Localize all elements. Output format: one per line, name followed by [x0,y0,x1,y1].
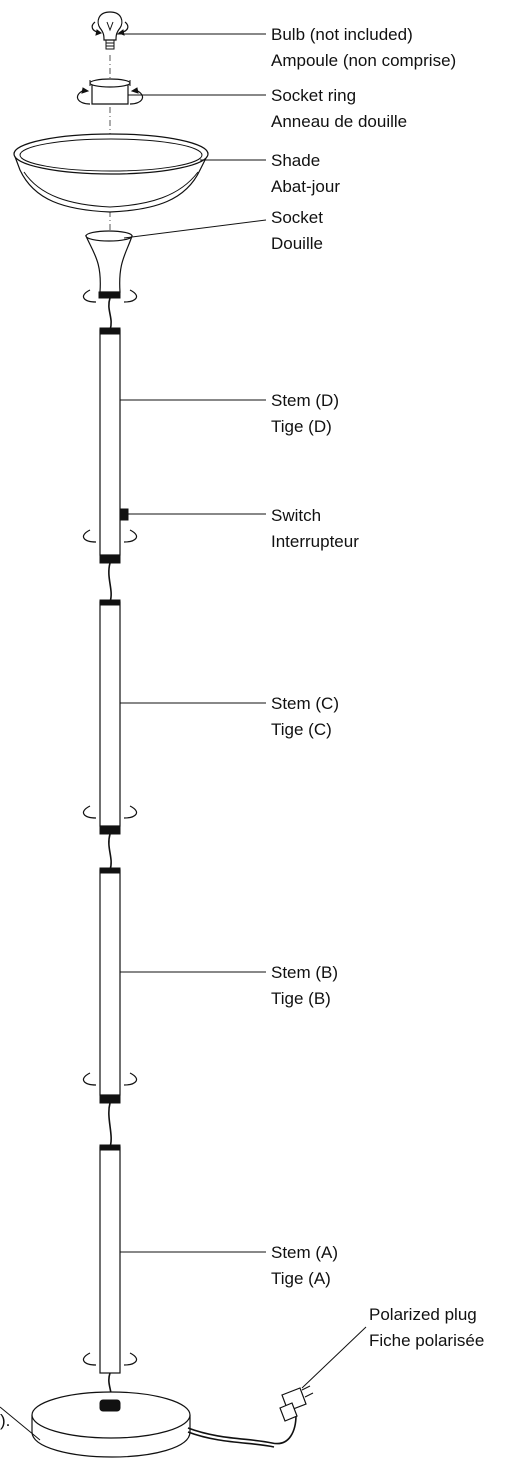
label-bulb-fr: Ampoule (non comprise) [271,51,456,70]
leader-lines [0,33,367,1441]
label-stem-a-en: Stem (A) [271,1243,338,1262]
stem-a-part [82,1144,138,1374]
cord-and-plug [187,1385,314,1448]
label-plug-en: Polarized plug [369,1305,477,1324]
label-stem-a-fr: Tige (A) [271,1269,331,1288]
label-stem-c-fr: Tige (C) [271,720,332,739]
label-socket-en: Socket [271,208,323,227]
switch-knob [119,508,129,521]
label-stem-a: Stem (A) Tige (A) [271,1243,338,1288]
label-stem-b-fr: Tige (B) [271,989,331,1008]
label-socket-ring-fr: Anneau de douille [271,112,407,131]
label-socket-ring: Socket ring Anneau de douille [271,86,407,131]
label-switch-fr: Interrupteur [271,532,359,551]
label-stem-c-en: Stem (C) [271,694,339,713]
socket-ring-part [76,78,144,105]
base-part [31,1391,191,1458]
label-switch-en: Switch [271,506,321,525]
label-switch: Switch Interrupteur [271,506,359,551]
label-stem-d-fr: Tige (D) [271,417,332,436]
label-stem-d: Stem (D) Tige (D) [271,391,339,436]
label-base-fragment: ). [0,1411,10,1430]
stem-c-part [82,599,138,835]
stem-b-part [82,867,138,1104]
label-shade: Shade Abat-jour [271,151,340,196]
label-stem-b-en: Stem (B) [271,963,338,982]
label-plug: Polarized plug Fiche polarisée [369,1305,484,1350]
label-shade-en: Shade [271,151,320,170]
label-socket-ring-en: Socket ring [271,86,356,105]
label-stem-c: Stem (C) Tige (C) [271,694,339,739]
socket-part [82,230,138,303]
label-bulb-en: Bulb (not included) [271,25,413,44]
label-bulb: Bulb (not included) Ampoule (non compris… [271,25,456,70]
label-stem-b: Stem (B) Tige (B) [271,963,338,1008]
label-plug-fr: Fiche polarisée [369,1331,484,1350]
shade-part [13,133,209,213]
label-socket: Socket Douille [271,208,323,253]
label-socket-fr: Douille [271,234,323,253]
label-stem-d-en: Stem (D) [271,391,339,410]
stem-d-part [82,327,138,564]
label-shade-fr: Abat-jour [271,177,340,196]
bulb-part [91,11,129,50]
